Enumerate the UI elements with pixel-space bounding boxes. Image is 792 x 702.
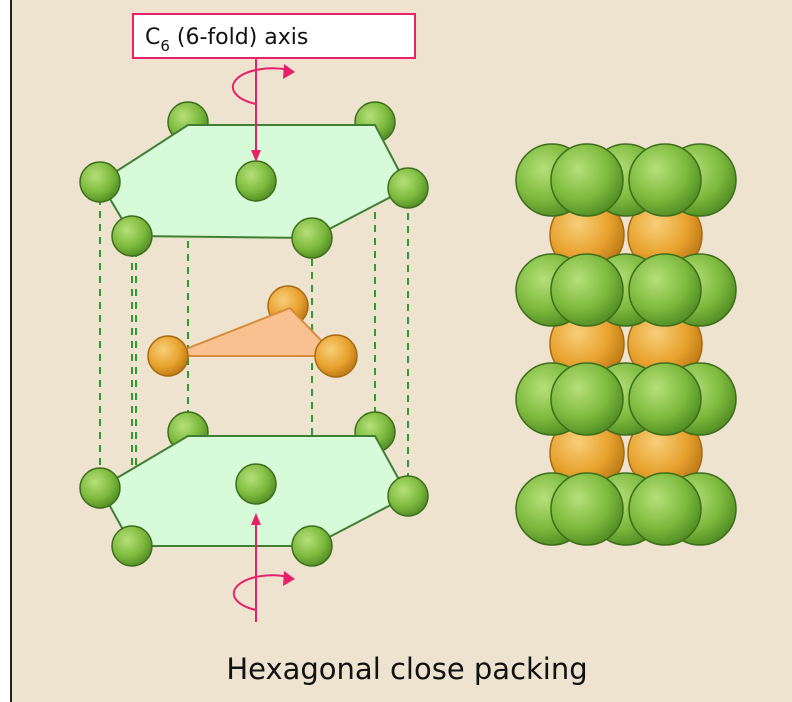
caption: Hexagonal close packing — [226, 652, 587, 686]
rotation-arrow-icon — [231, 64, 295, 105]
bottom-layer — [79, 411, 429, 567]
axis-label-box — [132, 13, 416, 59]
middle-layer — [147, 285, 358, 378]
side-green-layer-3 — [515, 362, 737, 436]
atom-mid-left — [147, 335, 189, 377]
side-orange-layers — [549, 197, 703, 491]
atom-top-right — [387, 167, 429, 209]
side-view-stack — [515, 143, 737, 546]
atom-top-front-left — [111, 215, 153, 257]
atom-top-left — [79, 161, 121, 203]
atom-bottom-front-right — [291, 525, 333, 567]
c6-axis-top: C6 (6-fold) axis — [132, 13, 416, 162]
side-green-layer-2 — [515, 253, 737, 327]
axis-arrowhead-up-icon — [251, 513, 261, 525]
rotation-arrow-icon — [232, 571, 295, 611]
middle-triangle — [167, 306, 339, 357]
atom-bottom-right — [387, 475, 429, 517]
side-green-layer-1 — [515, 143, 737, 217]
side-green-layer-4 — [515, 472, 737, 546]
atom-bottom-center — [235, 463, 277, 505]
top-layer — [79, 101, 429, 259]
atom-mid-right — [314, 334, 358, 378]
axis-label-subscript: 6 — [160, 37, 170, 55]
axis-arrowhead-down-icon — [251, 150, 261, 162]
c6-axis-bottom — [232, 513, 295, 622]
atom-bottom-left — [79, 467, 121, 509]
axis-label-symbol: C — [145, 25, 160, 50]
axis-label: C6 (6-fold) axis — [145, 25, 308, 55]
atom-top-front-right — [291, 217, 333, 259]
atom-bottom-front-left — [111, 525, 153, 567]
axis-label-rest: (6-fold) axis — [170, 25, 308, 50]
atom-top-center — [235, 160, 277, 202]
